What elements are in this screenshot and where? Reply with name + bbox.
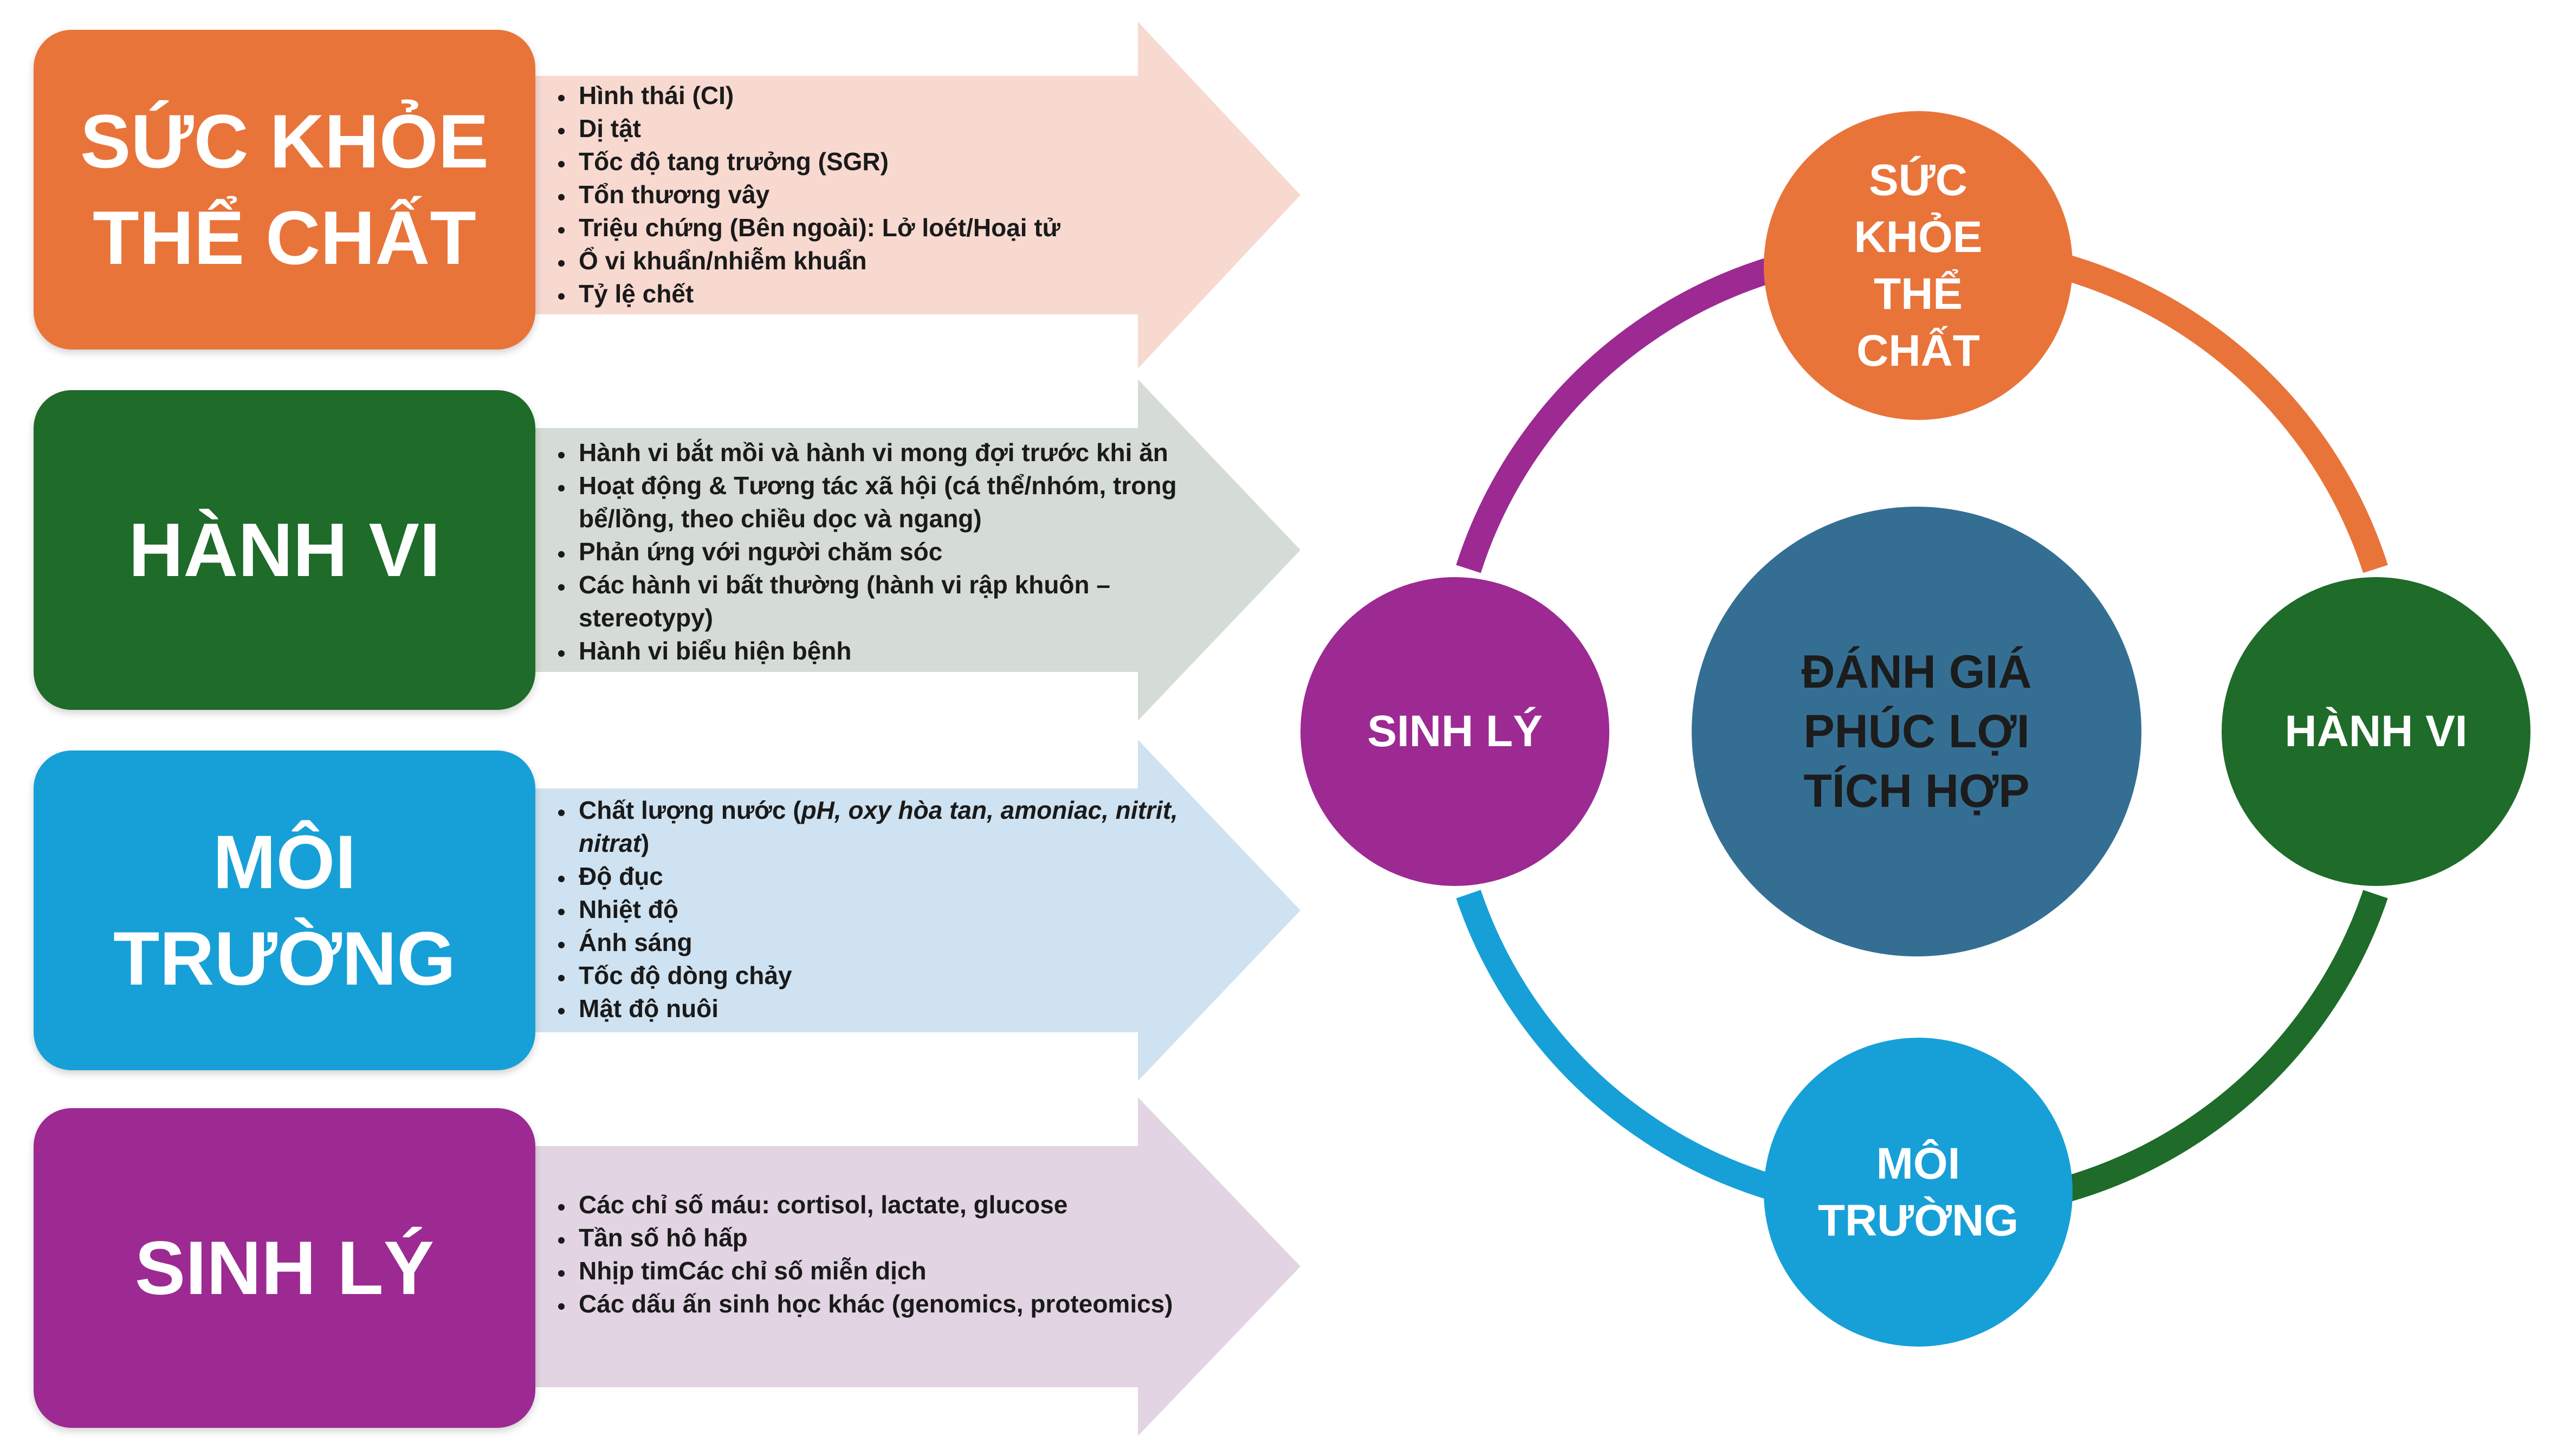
arrow-physical <box>520 22 1300 368</box>
category-box-environment: MÔI TRƯỜNG <box>34 751 535 1070</box>
category-row-behavior: HÀNH VI Hành vi bắt mồi và hành vi mong … <box>0 379 1311 721</box>
cycle-node-environment: MÔI TRƯỜNG <box>1764 1038 2073 1347</box>
bullet-list-behavior: Hành vi bắt mồi và hành vi mong đợi trướ… <box>542 436 1192 668</box>
list-item: Hành vi biểu hiện bệnh <box>574 635 1192 668</box>
list-item: Độ đục <box>574 860 1192 893</box>
water-quality-params: pH, oxy hòa tan, amoniac, nitrit, nitrat <box>579 796 1178 857</box>
cycle-node-environment-label: MÔI TRƯỜNG <box>1817 1139 2019 1245</box>
list-item: Các chỉ số máu: cortisol, lactate, gluco… <box>574 1188 1192 1221</box>
list-item: Tần số hô hấp <box>574 1221 1192 1254</box>
list-item: Hình thái (CI) <box>574 79 1116 112</box>
category-title-physical: SỨC KHỎE THỂ CHẤT <box>80 99 489 280</box>
list-item: Triệu chứng (Bên ngoài): Lở loét/Hoại tử <box>574 211 1116 244</box>
list-item: Ánh sáng <box>574 926 1192 959</box>
arrow-physiology <box>520 1097 1300 1436</box>
arrow-behavior <box>520 379 1300 721</box>
list-item: Tốc độ tang trưởng (SGR) <box>574 145 1116 178</box>
list-item: Ổ vi khuẩn/nhiễm khuẩn <box>574 244 1116 277</box>
list-item: Tỷ lệ chết <box>574 277 1116 310</box>
cycle-node-physical-label: SỨC KHỎE THỂ CHẤT <box>1854 156 1983 376</box>
list-item: Hành vi bắt mồi và hành vi mong đợi trướ… <box>574 436 1192 469</box>
list-item: Các hành vi bất thường (hành vi rập khuô… <box>574 568 1192 635</box>
water-quality-tail: ) <box>641 829 650 857</box>
cycle-node-behavior: HÀNH VI <box>2222 577 2530 886</box>
list-item: Hoạt động & Tương tác xã hội (cá thể/nhó… <box>574 469 1192 535</box>
category-box-physical: SỨC KHỎE THỂ CHẤT <box>34 30 535 350</box>
list-item: Các dấu ấn sinh học khác (genomics, prot… <box>574 1288 1192 1321</box>
list-item: Dị tật <box>574 112 1116 145</box>
cycle-node-physical: SỨC KHỎE THỂ CHẤT <box>1764 111 2073 420</box>
cycle-center-label: ĐÁNH GIÁ PHÚC LỢI TÍCH HỢP <box>1801 646 2032 817</box>
category-title-physiology: SINH LÝ <box>134 1225 435 1310</box>
cycle-center: ĐÁNH GIÁ PHÚC LỢI TÍCH HỢP <box>1692 507 2141 956</box>
list-item: Nhịp timCác chỉ số miễn dịch <box>574 1254 1192 1288</box>
category-row-physiology: SINH LÝ Các chỉ số máu: cortisol, lactat… <box>0 1097 1311 1436</box>
category-box-behavior: HÀNH VI <box>34 390 535 710</box>
bullet-list-physical: Hình thái (CI) Dị tật Tốc độ tang trưởng… <box>542 79 1116 310</box>
category-title-behavior: HÀNH VI <box>128 507 441 592</box>
list-item: Chất lượng nước (pH, oxy hòa tan, amonia… <box>574 794 1192 860</box>
cycle-node-behavior-label: HÀNH VI <box>2284 707 2468 756</box>
category-title-environment: MÔI TRƯỜNG <box>113 819 456 1001</box>
list-item: Nhiệt độ <box>574 893 1192 926</box>
list-item: Tốc độ dòng chảy <box>574 959 1192 992</box>
list-item: Tổn thương vây <box>574 178 1116 211</box>
list-item: Mật độ nuôi <box>574 992 1192 1025</box>
cycle-node-physiology: SINH LÝ <box>1300 577 1609 886</box>
water-quality-lead: Chất lượng nước ( <box>579 796 801 824</box>
cycle-node-physiology-label: SINH LÝ <box>1367 707 1543 756</box>
bullet-list-physiology: Các chỉ số máu: cortisol, lactate, gluco… <box>542 1188 1192 1321</box>
category-row-physical: SỨC KHỎE THỂ CHẤT Hình thái (CI) Dị tật … <box>0 22 1311 368</box>
category-row-environment: MÔI TRƯỜNG Chất lượng nước (pH, oxy hòa … <box>0 740 1311 1081</box>
bullet-list-environment: Chất lượng nước (pH, oxy hòa tan, amonia… <box>542 794 1192 1025</box>
arrow-environment <box>520 740 1300 1081</box>
list-item: Phản ứng với người chăm sóc <box>574 535 1192 568</box>
category-box-physiology: SINH LÝ <box>34 1108 535 1428</box>
